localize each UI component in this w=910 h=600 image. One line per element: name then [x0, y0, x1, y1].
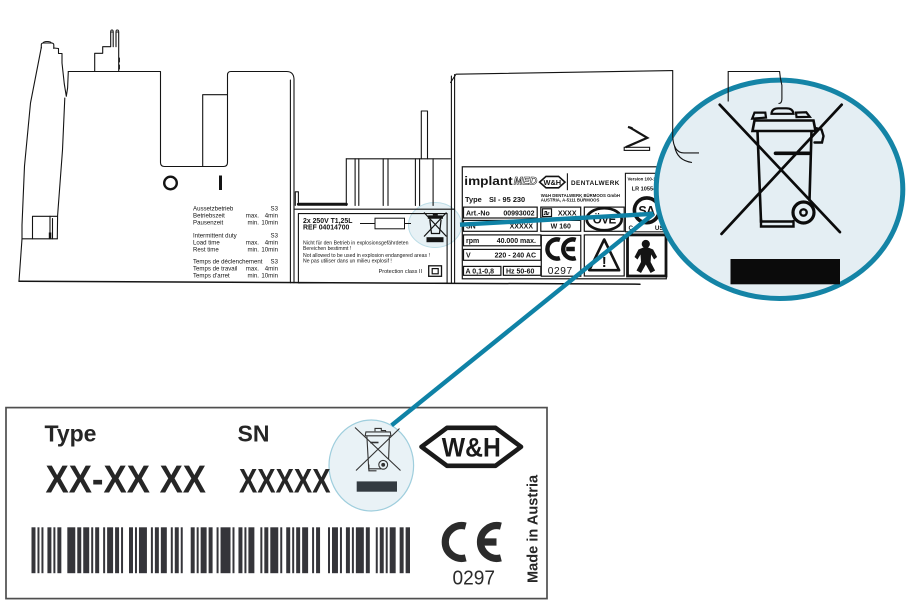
svg-text:Intermittent duty: Intermittent duty: [193, 233, 238, 240]
svg-text:MED: MED: [514, 176, 538, 188]
svg-text:10min: 10min: [261, 273, 278, 280]
svg-text:Type: Type: [45, 421, 97, 447]
svg-text:!: !: [602, 254, 607, 271]
svg-text:4min: 4min: [265, 213, 278, 220]
svg-text:XXXXX: XXXXX: [239, 462, 331, 500]
svg-text:S3: S3: [271, 259, 279, 266]
svg-text:Bereichen bestimmt !: Bereichen bestimmt !: [303, 246, 351, 252]
svg-text:Temps de déclenchement: Temps de déclenchement: [193, 259, 263, 266]
svg-text:Protection class II: Protection class II: [379, 269, 423, 275]
svg-text:W&H: W&H: [442, 432, 501, 462]
svg-text:Pausenzeit: Pausenzeit: [193, 220, 223, 227]
svg-text:Load time: Load time: [193, 240, 220, 247]
svg-text:max.: max.: [246, 266, 260, 273]
svg-text:W&H: W&H: [543, 178, 561, 187]
svg-text:V: V: [466, 253, 471, 260]
svg-text:Not allowed to be used in expl: Not allowed to be used in explosion enda…: [303, 253, 430, 259]
svg-text:SI - 95 230: SI - 95 230: [489, 195, 525, 204]
svg-text:SN: SN: [238, 421, 270, 447]
svg-text:40.000 max.: 40.000 max.: [497, 238, 536, 245]
svg-text:4min: 4min: [265, 266, 278, 273]
svg-text:Aussetzbetrieb: Aussetzbetrieb: [193, 206, 234, 213]
svg-text:Temps d'arret: Temps d'arret: [193, 273, 230, 280]
svg-text:Betriebszeit: Betriebszeit: [193, 213, 225, 220]
svg-text:0297: 0297: [453, 567, 496, 589]
svg-text:00993002: 00993002: [503, 210, 534, 217]
svg-text:max.: max.: [246, 240, 260, 247]
svg-text:implant: implant: [464, 174, 512, 188]
svg-text:A 0,1-0,8: A 0,1-0,8: [466, 269, 495, 276]
svg-text:S3: S3: [271, 206, 279, 213]
svg-text:C: C: [629, 225, 634, 232]
svg-text:10min: 10min: [261, 220, 278, 227]
svg-text:0297: 0297: [548, 266, 573, 277]
svg-text:W 160: W 160: [551, 224, 571, 231]
svg-text:SN: SN: [466, 224, 476, 231]
svg-text:Hz 50-60: Hz 50-60: [506, 269, 535, 276]
svg-text:XX-XX XX: XX-XX XX: [46, 458, 207, 501]
svg-text:REF 04014700: REF 04014700: [303, 225, 350, 232]
svg-text:4min: 4min: [265, 240, 278, 247]
svg-text:min.: min.: [247, 247, 259, 254]
svg-text:US: US: [655, 225, 664, 232]
svg-text:AUSTRIA, A-5111 BÜRMOOS: AUSTRIA, A-5111 BÜRMOOS: [541, 198, 600, 203]
svg-text:min.: min.: [247, 273, 259, 280]
svg-text:S3: S3: [271, 233, 279, 240]
svg-text:220 - 240 AC: 220 - 240 AC: [495, 253, 536, 260]
svg-text:Made in Austria: Made in Austria: [526, 474, 542, 583]
svg-text:rpm: rpm: [466, 238, 479, 245]
svg-text:Ne pas utiliser dans un milieu: Ne pas utiliser dans un milieu explosif …: [303, 259, 392, 265]
svg-text:Art.-No: Art.-No: [466, 210, 490, 217]
svg-text:10min: 10min: [261, 247, 278, 254]
svg-text:Version 100-130V: Version 100-130V: [628, 176, 664, 181]
svg-text:max.: max.: [246, 213, 260, 220]
svg-text:2x 250V T1,25L: 2x 250V T1,25L: [303, 218, 352, 225]
svg-text:Type: Type: [465, 195, 482, 204]
svg-text:Rest time: Rest time: [193, 247, 219, 254]
svg-text:Nicht für den Betrieb in explo: Nicht für den Betrieb in explosionsgefäh…: [303, 241, 409, 247]
svg-text:W&H DENTALWERK BÜRMOOS GmbH: W&H DENTALWERK BÜRMOOS GmbH: [541, 193, 620, 198]
svg-text:XXXXX: XXXXX: [510, 224, 534, 231]
svg-text:LR 105544: LR 105544: [632, 187, 661, 193]
svg-text:min.: min.: [247, 220, 259, 227]
svg-text:Temps de travail: Temps de travail: [193, 266, 237, 273]
svg-text:XXXX: XXXX: [558, 210, 577, 217]
svg-text:DENTALWERK: DENTALWERK: [571, 180, 620, 187]
